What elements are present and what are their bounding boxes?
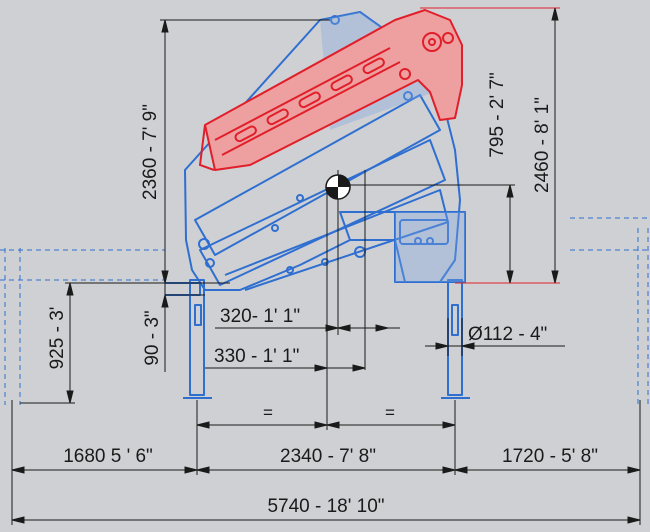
dim-height-2460: 2460 - 8' 1" (532, 97, 553, 193)
right-outrigger-extension (570, 217, 650, 405)
dim-height-2360: 2360 - 7' 9" (140, 104, 161, 200)
dim-base-width: 2340 - 7' 8" (280, 446, 376, 467)
dim-height-795: 795 - 2' 7" (487, 72, 508, 157)
dim-height-925: 925 - 3' (47, 307, 68, 370)
center-of-gravity-icon (325, 174, 351, 200)
dim-right-outrigger: 1720 - 5' 8" (502, 446, 598, 467)
dimension-lines (11, 7, 641, 525)
dim-left-outrigger: 1680 5 ' 6" (63, 446, 153, 467)
dim-offset-320: 320- 1' 1" (220, 306, 300, 327)
dim-equal-right: = (385, 403, 395, 422)
dim-diameter: Ø112 - 4" (468, 324, 547, 345)
left-outrigger-extension (0, 248, 165, 405)
dim-offset-330: 330 - 1' 1" (214, 346, 299, 367)
dim-equal-left: = (263, 403, 273, 422)
dim-height-90: 90 - 3" (142, 310, 163, 365)
dim-total-width: 5740 - 18' 10" (267, 496, 384, 517)
crane-boom (198, 9, 463, 171)
